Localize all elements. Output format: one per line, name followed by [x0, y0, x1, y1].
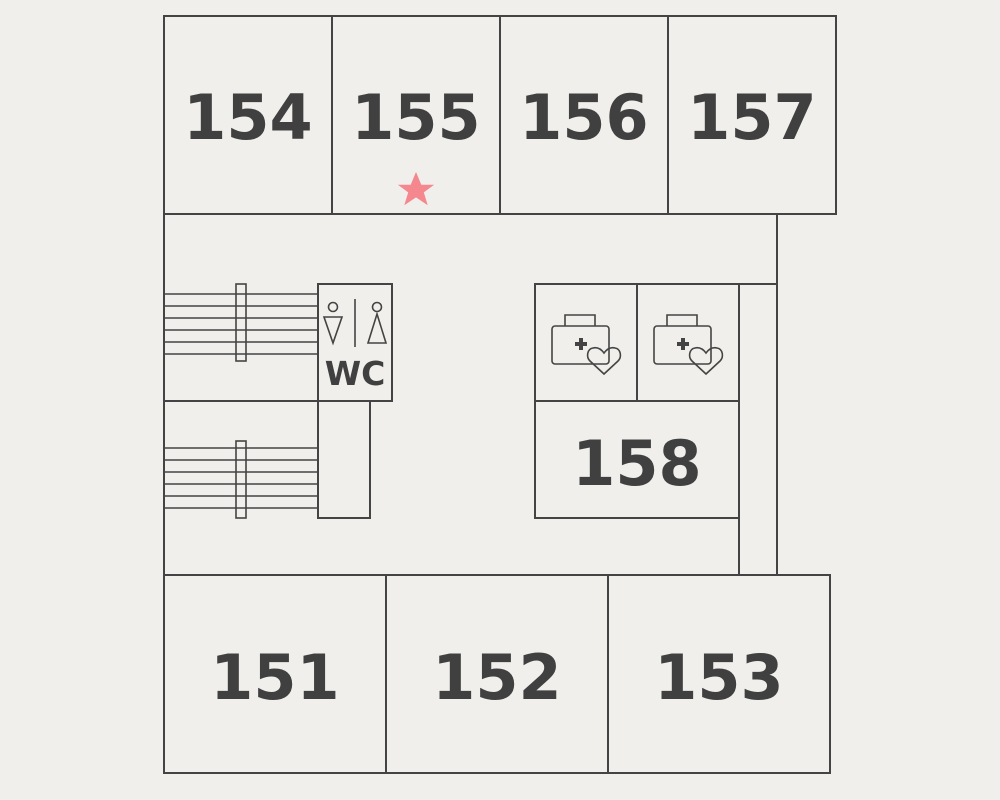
corridor: [163, 214, 778, 575]
room-155-label: 155: [351, 81, 480, 154]
female-person-icon: [322, 301, 344, 346]
restroom-label: WC: [325, 354, 386, 393]
room-151-label: 151: [210, 641, 339, 714]
first-aid-kit-heart-icon: [551, 314, 622, 376]
room-156[interactable]: 156: [499, 15, 669, 215]
room-151[interactable]: 151: [163, 574, 387, 774]
room-158[interactable]: 158: [534, 283, 777, 575]
room-157-label: 157: [687, 81, 816, 154]
room-154-label: 154: [183, 81, 312, 154]
male-person-icon: [366, 301, 388, 344]
room-156-label: 156: [519, 81, 648, 154]
room-152[interactable]: 152: [385, 574, 609, 774]
room-152-label: 152: [432, 641, 561, 714]
room-153[interactable]: 153: [607, 574, 831, 774]
room-154[interactable]: 154: [163, 15, 333, 215]
room-157[interactable]: 157: [667, 15, 837, 215]
stairs-upper-icon: [164, 283, 318, 402]
room-158-label: 158: [572, 427, 701, 500]
room-153-label: 153: [654, 641, 783, 714]
you-are-here-star-icon: [397, 172, 435, 206]
first-aid-kit-heart-icon: [653, 314, 724, 376]
stairs-lower-icon: [164, 401, 371, 519]
room-155[interactable]: 155: [331, 15, 501, 215]
restroom[interactable]: WC: [317, 283, 393, 402]
